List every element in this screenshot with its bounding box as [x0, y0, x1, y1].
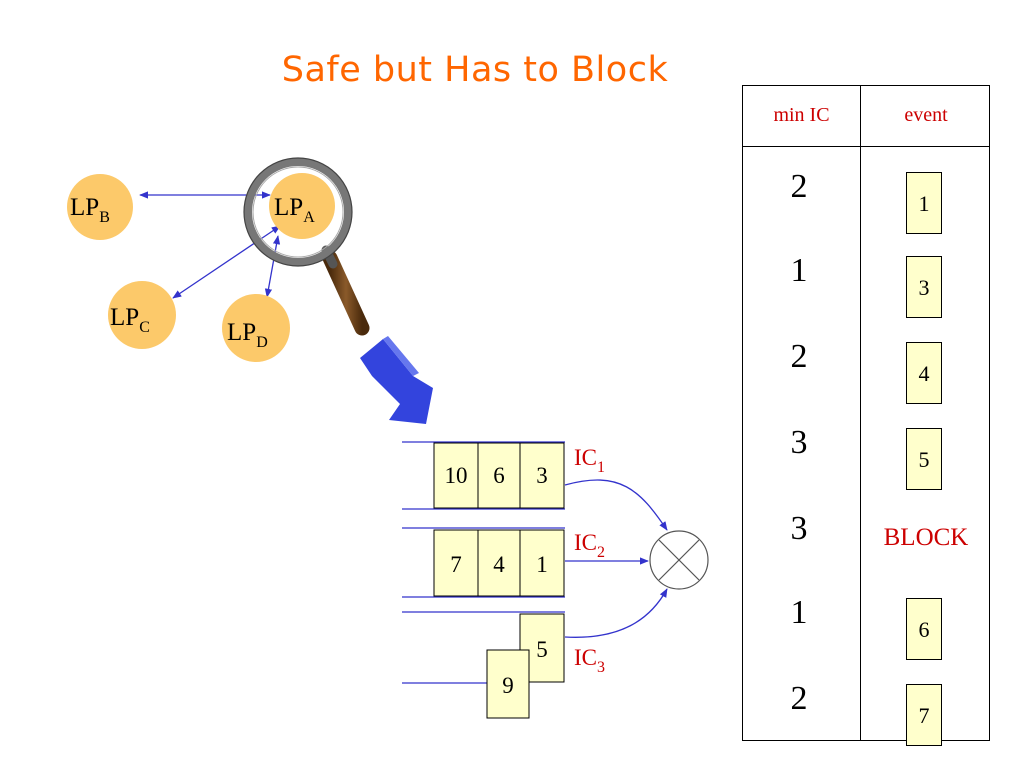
big-arrow-icon: [360, 339, 433, 424]
table-row: 3 5: [743, 424, 991, 510]
table-row: 1 3: [743, 252, 991, 338]
queue-3-event-back: 9: [502, 673, 514, 698]
queue-2-event-a: 7: [450, 552, 462, 577]
queue-2-event-b: 4: [493, 552, 505, 577]
svg-text:LPD: LPD: [227, 319, 268, 351]
node-lpd: LPD: [222, 294, 290, 362]
queue-1-event-a: 10: [445, 463, 468, 488]
event-box: 5: [906, 428, 942, 490]
table-row: 3 BLOCK: [743, 510, 991, 596]
queue-3-event-front: 5: [536, 637, 548, 662]
page-title: Safe but Has to Block: [281, 50, 669, 90]
min-ic-value: 2: [790, 338, 808, 375]
min-ic-value: 1: [790, 594, 808, 631]
node-lpc: LPC: [108, 281, 176, 349]
event-table: min IC event 2 1 1 3 2 4 3 5 3 BLOCK 1 6…: [742, 85, 991, 746]
min-ic-value: 1: [790, 252, 808, 289]
header-event: event: [904, 104, 948, 126]
min-ic-value: 3: [790, 510, 808, 547]
ic3-label: IC3: [574, 645, 605, 676]
block-label: BLOCK: [883, 524, 969, 551]
event-box: 3: [906, 256, 942, 318]
merge-node-icon: [649, 530, 709, 590]
event-box: 6: [906, 598, 942, 660]
magnifier-icon: [243, 157, 370, 336]
min-ic-value: 2: [790, 168, 808, 205]
svg-text:LPB: LPB: [70, 194, 110, 226]
min-ic-value: 3: [790, 424, 808, 461]
queue-1: 10 6 3: [402, 441, 565, 510]
svg-text:LPC: LPC: [110, 304, 150, 336]
event-box: 1: [906, 172, 942, 234]
ic2-label: IC2: [574, 530, 605, 561]
header-min-ic: min IC: [773, 104, 830, 126]
table-row: 2 1: [743, 168, 991, 254]
table-column-divider: [860, 86, 861, 740]
table-row: 2 7: [743, 680, 991, 766]
queue-3: 5 9: [402, 611, 565, 719]
min-ic-value: 2: [790, 680, 808, 717]
arrow-ic3: [564, 588, 668, 638]
table-row: 2 4: [743, 338, 991, 424]
ic1-label: IC1: [574, 445, 605, 476]
queue-1-event-c: 3: [536, 463, 548, 488]
node-lpb: LPB: [67, 174, 133, 240]
queue-1-event-b: 6: [493, 463, 505, 488]
queue-2-event-c: 1: [536, 552, 548, 577]
table-row: 1 6: [743, 594, 991, 680]
arrow-ic1: [564, 479, 668, 531]
event-box: 7: [906, 684, 942, 746]
table-header-divider: [743, 146, 989, 147]
event-box: 4: [906, 342, 942, 404]
queue-2: 7 4 1: [402, 527, 565, 598]
